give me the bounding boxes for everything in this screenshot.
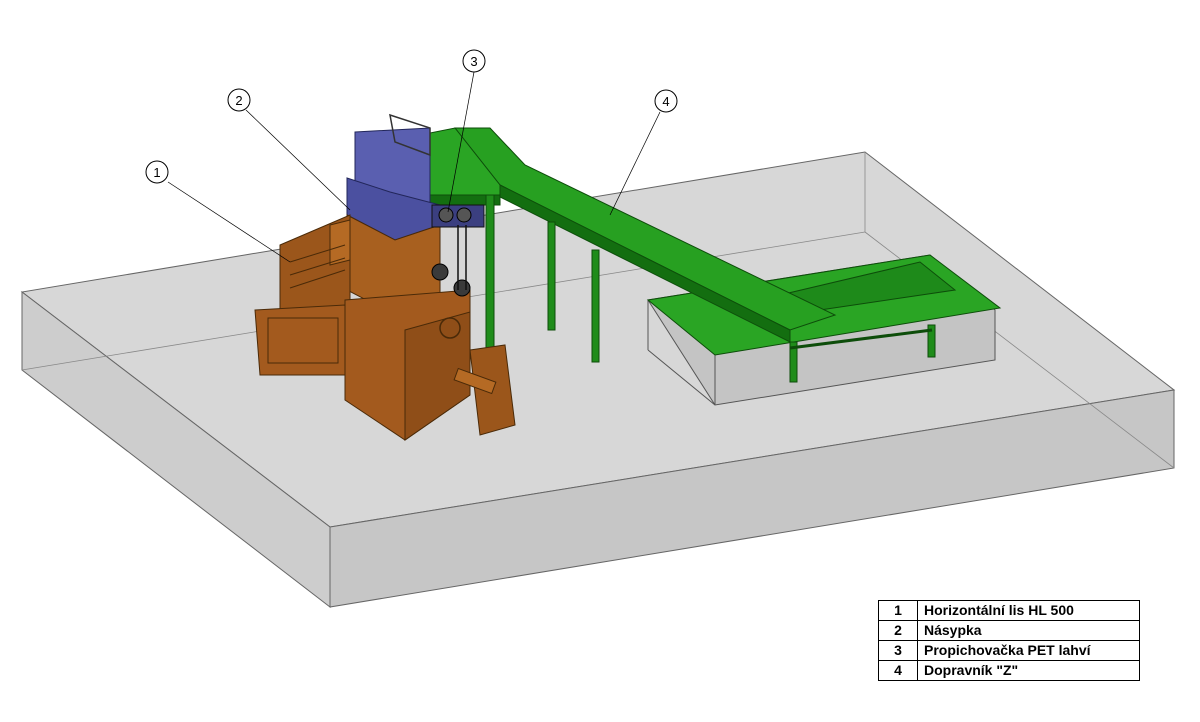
conveyor-z bbox=[394, 127, 1002, 383]
legend-row: 1 Horizontální lis HL 500 bbox=[878, 600, 1140, 621]
callout-2-label: 2 bbox=[235, 93, 242, 108]
callout-1: 1 bbox=[145, 160, 291, 263]
callout-4-label: 4 bbox=[662, 94, 669, 109]
legend-label: Dopravník "Z" bbox=[917, 660, 1140, 681]
legend-label: Propichovačka PET lahví bbox=[917, 640, 1140, 661]
callout-3: 3 bbox=[447, 49, 486, 213]
callout-3-label: 3 bbox=[470, 54, 477, 69]
legend-label: Horizontální lis HL 500 bbox=[917, 600, 1140, 621]
pet-perforator bbox=[431, 204, 485, 290]
legend-row: 2 Násypka bbox=[878, 620, 1140, 641]
legend-table: 1 Horizontální lis HL 500 2 Násypka 3 Pr… bbox=[878, 600, 1140, 681]
legend-num: 4 bbox=[878, 660, 918, 681]
callout-2: 2 bbox=[227, 88, 351, 211]
callout-4: 4 bbox=[609, 89, 678, 216]
legend-num: 1 bbox=[878, 600, 918, 621]
legend-row: 3 Propichovačka PET lahví bbox=[878, 640, 1140, 661]
legend-label: Násypka bbox=[917, 620, 1140, 641]
horizontal-press bbox=[254, 214, 516, 441]
legend-num: 3 bbox=[878, 640, 918, 661]
hopper bbox=[346, 113, 441, 241]
callout-1-label: 1 bbox=[153, 165, 160, 180]
legend-row: 4 Dopravník "Z" bbox=[878, 660, 1140, 681]
legend-num: 2 bbox=[878, 620, 918, 641]
